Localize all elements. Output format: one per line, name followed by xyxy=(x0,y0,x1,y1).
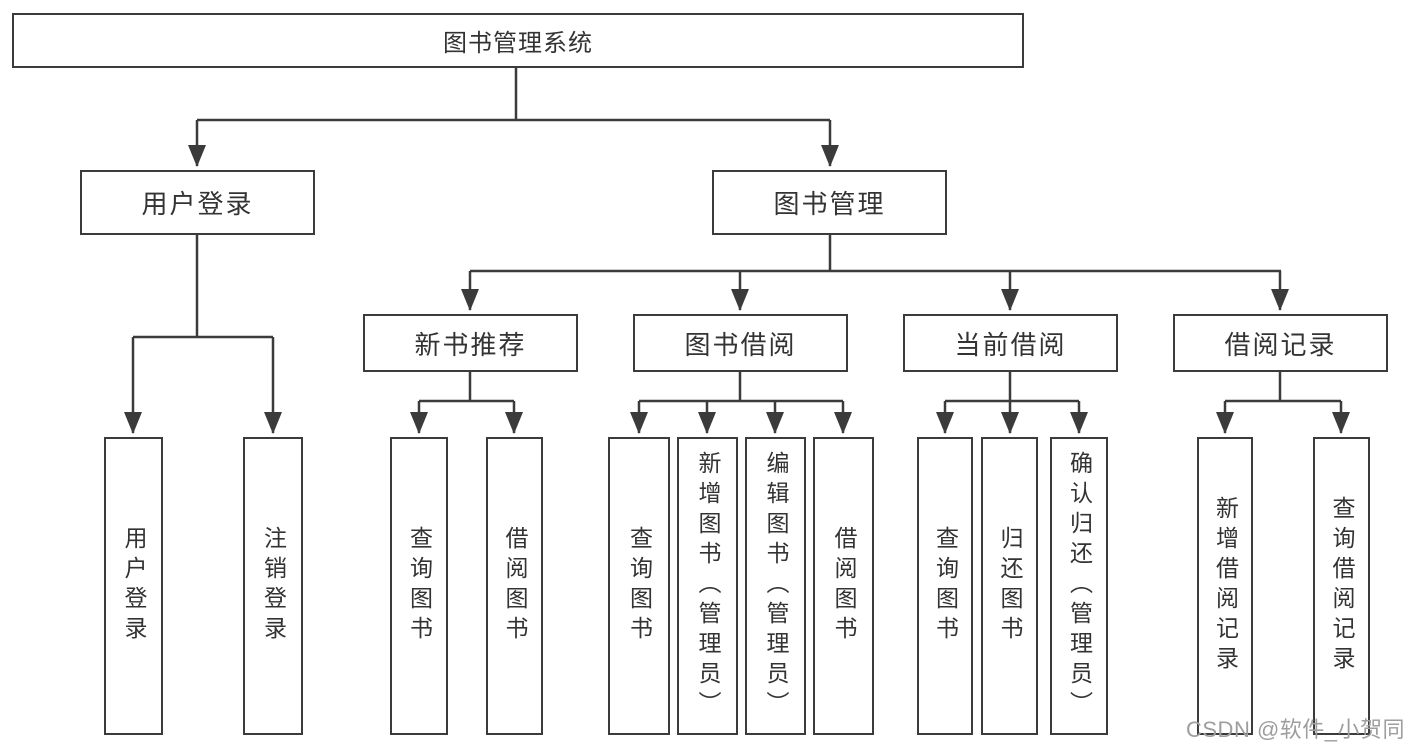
node-user-login-label: 用户登录 xyxy=(141,189,254,219)
node-borrow-records-label: 借阅记录 xyxy=(1224,329,1337,360)
leaf-current-return-books-label: 归还图书 xyxy=(997,526,1023,646)
node-user-login: 用户登录 xyxy=(80,170,315,235)
leaf-borrow-add-books-admin: 新增图书（管理员） xyxy=(677,437,738,735)
leaf-borrow-edit-books-admin: 编辑图书（管理员） xyxy=(745,437,806,735)
connector-group xyxy=(124,68,1350,434)
leaf-records-add-record: 新增借阅记录 xyxy=(1197,437,1253,735)
leaf-recommend-borrow-books: 借阅图书 xyxy=(486,437,543,735)
node-book-management: 图书管理 xyxy=(712,170,947,235)
node-current-borrow-label: 当前借阅 xyxy=(954,329,1067,360)
leaf-current-confirm-return-admin-label: 确认归还（管理员） xyxy=(1066,451,1093,721)
node-new-book-recommend-label: 新书推荐 xyxy=(414,329,527,360)
leaf-borrow-borrow-books-label: 借阅图书 xyxy=(831,526,857,646)
leaf-records-query-record-label: 查询借阅记录 xyxy=(1329,496,1355,676)
leaf-borrow-edit-books-admin-label: 编辑图书（管理员） xyxy=(763,451,789,721)
leaf-user-login: 用户登录 xyxy=(104,437,163,735)
leaf-records-add-record-label: 新增借阅记录 xyxy=(1212,496,1239,676)
node-book-borrow: 图书借阅 xyxy=(633,314,848,372)
leaf-borrow-query-books-label: 查询图书 xyxy=(626,526,653,646)
leaf-recommend-query-books-label: 查询图书 xyxy=(406,526,433,646)
node-new-book-recommend: 新书推荐 xyxy=(363,314,578,372)
leaf-current-query-books-label: 查询图书 xyxy=(932,526,959,646)
node-current-borrow: 当前借阅 xyxy=(903,314,1118,372)
leaf-logout-login-label: 注销登录 xyxy=(260,526,287,646)
leaf-logout-login: 注销登录 xyxy=(243,437,303,735)
leaf-user-login-label: 用户登录 xyxy=(121,526,147,646)
leaf-borrow-borrow-books: 借阅图书 xyxy=(813,437,874,735)
leaf-borrow-query-books: 查询图书 xyxy=(608,437,670,735)
leaf-current-return-books: 归还图书 xyxy=(981,437,1038,735)
node-book-borrow-label: 图书借阅 xyxy=(684,329,797,360)
leaf-recommend-query-books: 查询图书 xyxy=(390,437,448,735)
leaf-borrow-add-books-admin-label: 新增图书（管理员） xyxy=(695,451,721,721)
leaf-records-query-record: 查询借阅记录 xyxy=(1313,437,1370,735)
node-book-management-label: 图书管理 xyxy=(773,189,886,219)
leaf-current-query-books: 查询图书 xyxy=(917,437,973,735)
node-library-management-system-label: 图书管理系统 xyxy=(443,30,593,57)
leaf-recommend-borrow-books-label: 借阅图书 xyxy=(502,526,528,646)
leaf-current-confirm-return-admin: 确认归还（管理员） xyxy=(1050,437,1108,735)
node-borrow-records: 借阅记录 xyxy=(1173,314,1388,372)
watermark: CSDN @软件_小贺同学 xyxy=(1186,717,1405,742)
node-library-management-system: 图书管理系统 xyxy=(12,13,1024,68)
